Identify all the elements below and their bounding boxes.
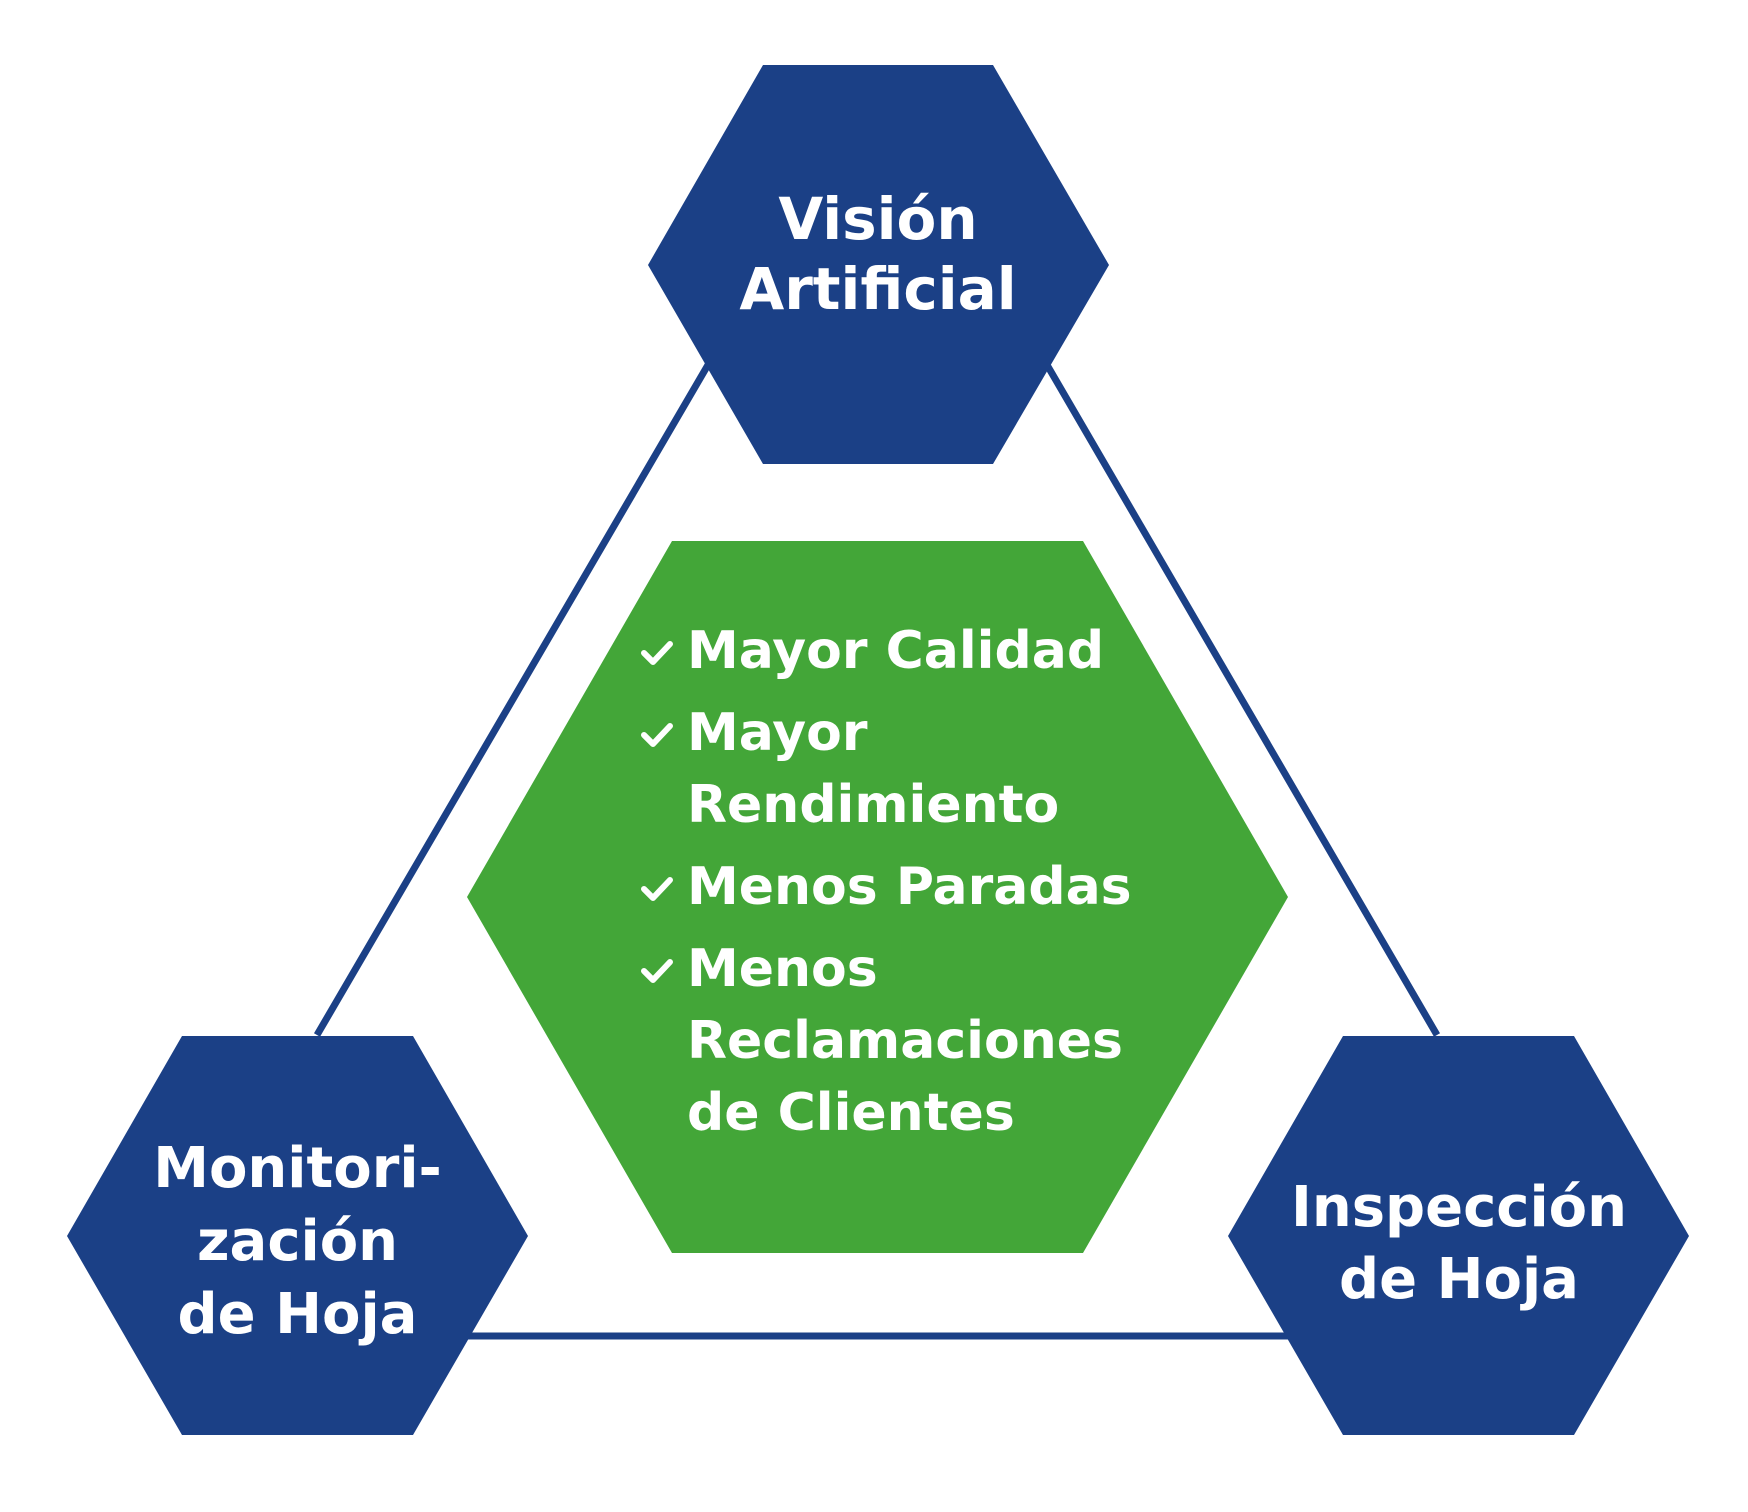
hexagon-right	[1228, 1036, 1689, 1435]
check-icon	[641, 877, 673, 901]
node-left-line-3: de Hoja	[177, 1282, 418, 1347]
node-top-line-1: Visión	[778, 185, 978, 253]
hexagon-top	[648, 65, 1109, 464]
node-right-line-2: de Hoja	[1339, 1247, 1579, 1312]
center-hexagon	[467, 541, 1288, 1253]
benefit-2-line-2: Rendimiento	[687, 775, 1060, 835]
benefit-list: Mayor Calidad Mayor Rendimiento Menos Pa…	[640, 615, 1160, 1159]
node-label-top: Visión Artificial	[680, 185, 1076, 324]
node-right-line-1: Inspección	[1290, 1175, 1628, 1240]
check-icon	[641, 641, 673, 665]
node-label-right: Inspección de Hoja	[1270, 1172, 1648, 1316]
benefit-4-line-1: Menos	[687, 939, 878, 999]
connector-top-left	[313, 356, 716, 1037]
benefit-4-line-2: Reclamaciones	[687, 1011, 1123, 1071]
benefit-item: Mayor Rendimiento	[640, 697, 1160, 841]
benefit-1-line-1: Mayor Calidad	[687, 621, 1105, 681]
benefit-item: Menos Paradas	[640, 851, 1160, 923]
node-left-line-2: zación	[196, 1209, 399, 1274]
connector-top-right	[1039, 356, 1441, 1037]
check-icon	[641, 723, 673, 747]
node-label-left: Monitori- zación de Hoja	[120, 1132, 475, 1351]
node-top-line-2: Artificial	[739, 254, 1017, 323]
benefit-2-line-1: Mayor	[687, 703, 868, 763]
benefit-4-line-3: de Clientes	[687, 1083, 1015, 1143]
check-icon	[641, 959, 673, 983]
benefit-3-line-1: Menos Paradas	[687, 857, 1132, 917]
benefit-item: Menos Reclamaciones de Clientes	[640, 933, 1160, 1149]
hexagon-left	[67, 1036, 528, 1435]
node-left-line-1: Monitori-	[153, 1136, 442, 1201]
benefit-item: Mayor Calidad	[640, 615, 1160, 687]
